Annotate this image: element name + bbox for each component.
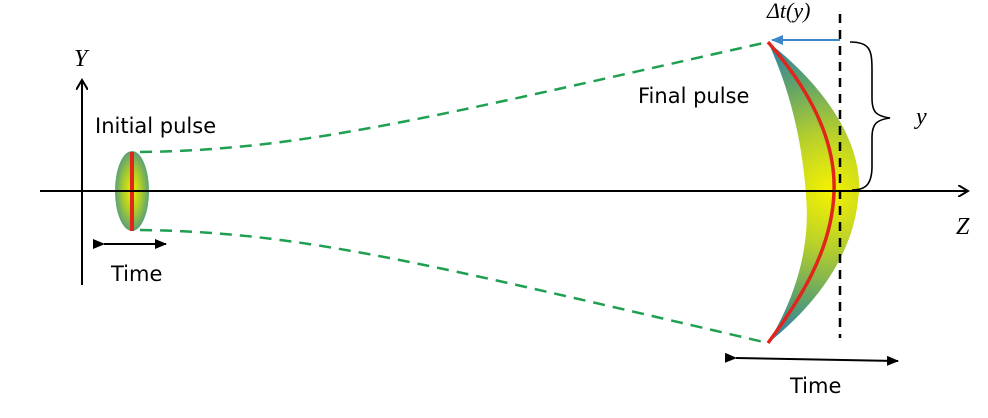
y-axis-label: Y	[74, 46, 88, 72]
delay-label: Δt(y)	[767, 0, 811, 23]
initial-pulse-label: Initial pulse	[95, 114, 217, 138]
envelope-upper-dashed-line	[139, 40, 769, 154]
envelope-lower-dashed-line	[139, 228, 769, 345]
final-pulse-label: Final pulse	[638, 84, 750, 108]
height-label: y	[916, 104, 927, 130]
y-brace	[849, 41, 891, 191]
final-time-arrow	[724, 352, 899, 366]
z-axis-label: Z	[956, 214, 970, 240]
final-time-label: Time	[790, 374, 842, 398]
final-pulse	[766, 40, 860, 345]
initial-time-label: Time	[111, 262, 163, 286]
